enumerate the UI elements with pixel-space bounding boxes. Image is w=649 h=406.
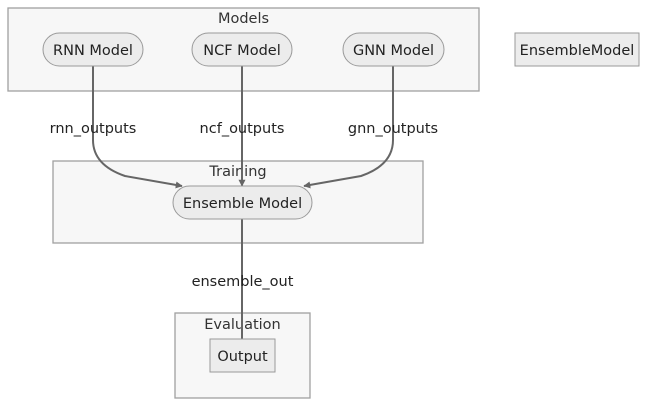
node-label-output: Output — [217, 349, 268, 365]
cluster-label-training: Training — [208, 164, 266, 180]
node-label-rnn-model: RNN Model — [53, 43, 133, 59]
node-ncf-model[interactable]: NCF Model — [191, 32, 293, 67]
node-label-ensemblemodel: EnsembleModel — [520, 43, 635, 59]
node-rnn-model[interactable]: RNN Model — [42, 32, 144, 67]
edge-gnn-to-ensemble — [303, 66, 394, 189]
node-ensemble-model[interactable]: Ensemble Model — [172, 185, 313, 220]
node-output[interactable]: Output — [209, 338, 276, 373]
edge-rnn-to-ensemble — [92, 66, 183, 189]
node-label-gnn-model: GNN Model — [353, 43, 434, 59]
node-label-ncf-model: NCF Model — [203, 43, 280, 59]
edge-label-gnn-outputs: gnn_outputs — [348, 121, 438, 137]
node-gnn-model[interactable]: GNN Model — [342, 32, 445, 67]
node-label-ensemble-model: Ensemble Model — [183, 196, 302, 212]
node-ensemblemodel-standalone[interactable]: EnsembleModel — [514, 32, 640, 67]
edge-label-ensemble-out: ensemble_out — [192, 274, 294, 290]
cluster-training: Training — [52, 160, 424, 244]
edge-label-rnn-outputs: rnn_outputs — [50, 121, 137, 137]
cluster-label-models: Models — [218, 11, 269, 27]
edge-label-ncf-outputs: ncf_outputs — [200, 121, 285, 137]
